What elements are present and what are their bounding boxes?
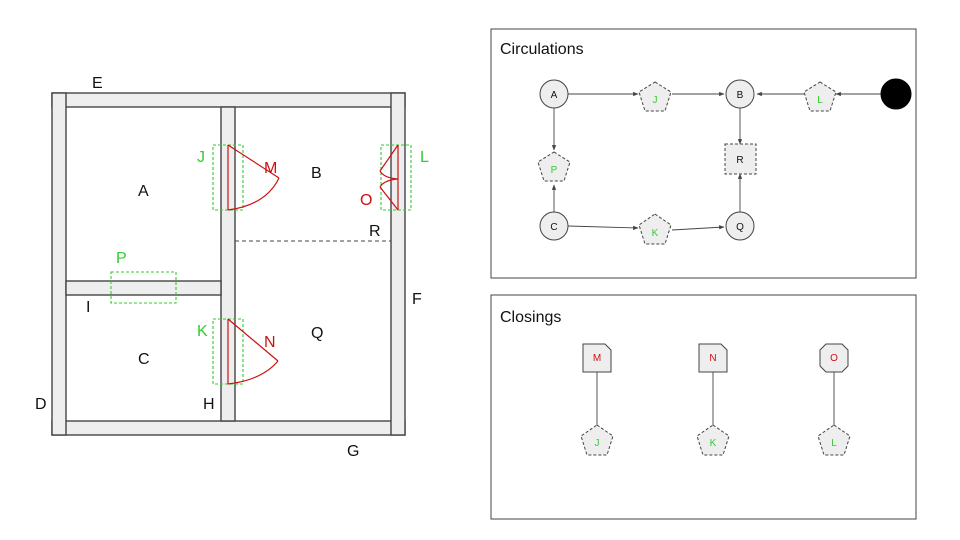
closing-opening-k: K (696, 424, 730, 456)
plan-room-b: B (311, 165, 322, 182)
wall-top (51, 92, 406, 108)
plan-door-label-o: O (360, 192, 372, 209)
svg-text:J: J (595, 438, 600, 449)
plan-door-label-n: N (264, 334, 276, 351)
plan-opening-label-k: K (197, 323, 208, 340)
circulations-panel: Circulations A J B L P (490, 28, 917, 279)
closing-door-o: O (819, 343, 849, 373)
plan-opening-label-l: L (420, 149, 429, 166)
node-p: P (537, 151, 571, 182)
plan-room-c: C (138, 351, 150, 368)
plan-room-a: A (138, 183, 149, 200)
closings-panel: Closings M J N K (490, 294, 917, 520)
svg-text:K: K (652, 228, 659, 239)
svg-text:O: O (830, 353, 838, 364)
svg-text:C: C (550, 222, 557, 233)
circulations-title: Circulations (500, 41, 584, 58)
door-n (227, 318, 279, 385)
node-a: A (539, 79, 569, 109)
plan-opening-label-p: P (116, 250, 127, 267)
edge-c-k (567, 225, 639, 231)
node-exterior (880, 78, 912, 110)
plan-label-e: E (92, 75, 103, 92)
wall-middle-vertical (220, 106, 236, 422)
svg-text:N: N (709, 353, 716, 364)
svg-text:Q: Q (736, 222, 744, 233)
closing-opening-j: J (580, 424, 614, 456)
svg-text:M: M (593, 353, 601, 364)
closing-pair: N K (696, 343, 730, 456)
svg-text:R: R (736, 155, 743, 166)
node-l: L (803, 81, 837, 112)
opening-l (380, 144, 412, 211)
floor-plan: E D F G H I A B C Q R J K L P M N O (35, 75, 429, 460)
plan-label-h: H (203, 396, 215, 413)
wall-left (51, 92, 67, 436)
node-c: C (539, 211, 569, 241)
svg-text:K: K (710, 438, 717, 449)
plan-label-i: I (86, 299, 90, 316)
plan-door-label-m: M (264, 160, 277, 177)
wall-left-horizontal (65, 280, 222, 296)
node-k: K (638, 213, 672, 245)
edge-k-q (671, 225, 725, 231)
closing-pair: M J (580, 343, 614, 456)
wall-right (390, 92, 406, 436)
plan-room-r: R (369, 223, 381, 240)
plan-label-g: G (347, 443, 359, 460)
plan-label-d: D (35, 396, 47, 413)
closings-frame (490, 294, 917, 520)
opening-p (110, 271, 177, 304)
node-r: R (724, 143, 757, 175)
door-o (379, 144, 399, 211)
closing-door-n: N (698, 343, 728, 373)
plan-opening-label-j: J (197, 149, 205, 166)
closings-title: Closings (500, 309, 561, 326)
svg-text:J: J (653, 95, 658, 106)
closing-pair: O L (817, 343, 851, 456)
plan-room-q: Q (311, 325, 323, 342)
node-b: B (725, 79, 755, 109)
svg-text:P: P (551, 165, 558, 176)
node-q: Q (725, 211, 755, 241)
svg-text:A: A (551, 90, 558, 101)
closing-door-m: M (582, 343, 612, 373)
plan-label-f: F (412, 291, 422, 308)
wall-bottom (51, 420, 406, 436)
svg-text:L: L (817, 95, 823, 106)
svg-text:L: L (831, 438, 837, 449)
door-m (227, 144, 280, 211)
node-j: J (638, 81, 672, 112)
closing-opening-l: L (817, 424, 851, 456)
svg-text:B: B (737, 90, 744, 101)
